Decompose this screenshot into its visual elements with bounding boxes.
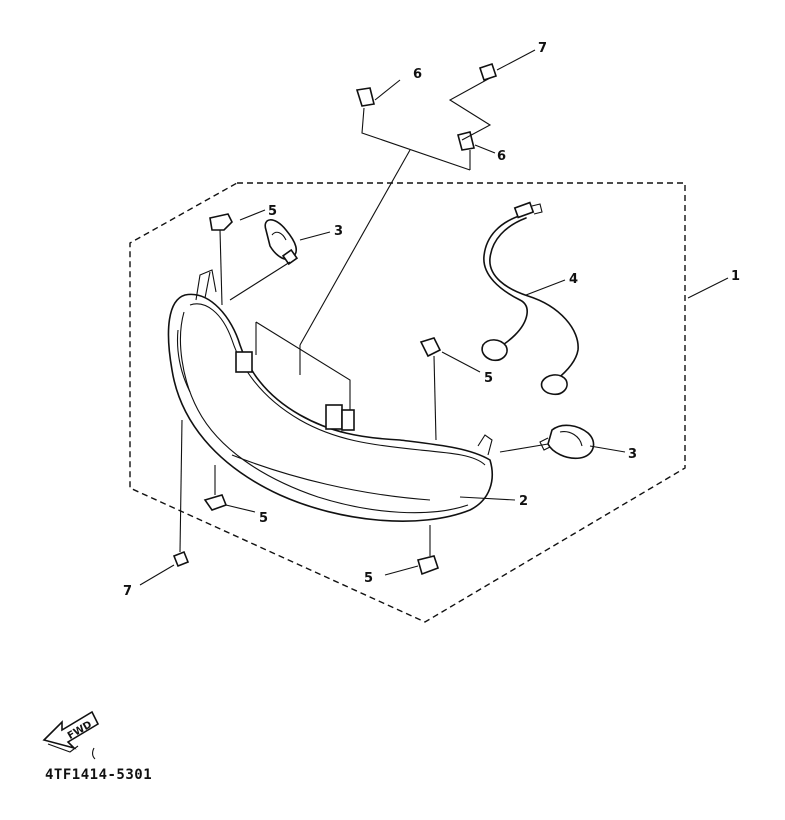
clip-top — [209, 213, 233, 231]
screw-top — [478, 62, 498, 82]
bulb-top — [264, 219, 299, 266]
callout-1: 1 — [731, 269, 740, 284]
assembly-lines — [139, 49, 729, 586]
callout-5-top: 5 — [268, 204, 277, 219]
nut-bottom — [457, 131, 475, 151]
callout-5-bottom: 5 — [364, 571, 373, 586]
wire-harness — [481, 201, 579, 396]
callout-3-top: 3 — [334, 224, 343, 239]
screw-bottom — [172, 550, 190, 568]
tail-light-housing — [167, 269, 493, 522]
callout-5-mid: 5 — [484, 371, 493, 386]
callout-5-left: 5 — [259, 511, 268, 526]
callout-6-top: 6 — [413, 67, 422, 82]
clip-bottom — [417, 555, 440, 576]
callout-7-bottom: 7 — [123, 584, 132, 599]
callout-2: 2 — [519, 494, 528, 509]
callout-7-top: 7 — [538, 41, 547, 56]
bulb-right — [539, 424, 595, 460]
diagram-code: 4TF1414-5301 — [45, 767, 152, 783]
callout-6-bottom: 6 — [497, 149, 506, 164]
callout-4: 4 — [569, 272, 578, 287]
clip-mid — [419, 337, 442, 358]
assembly-boundary — [129, 182, 686, 623]
callout-3-right: 3 — [628, 447, 637, 462]
front-arrow-icon: FWD — [42, 710, 100, 753]
clip-left — [203, 494, 228, 511]
gasket-plate — [255, 321, 351, 410]
nut-top — [355, 87, 375, 107]
